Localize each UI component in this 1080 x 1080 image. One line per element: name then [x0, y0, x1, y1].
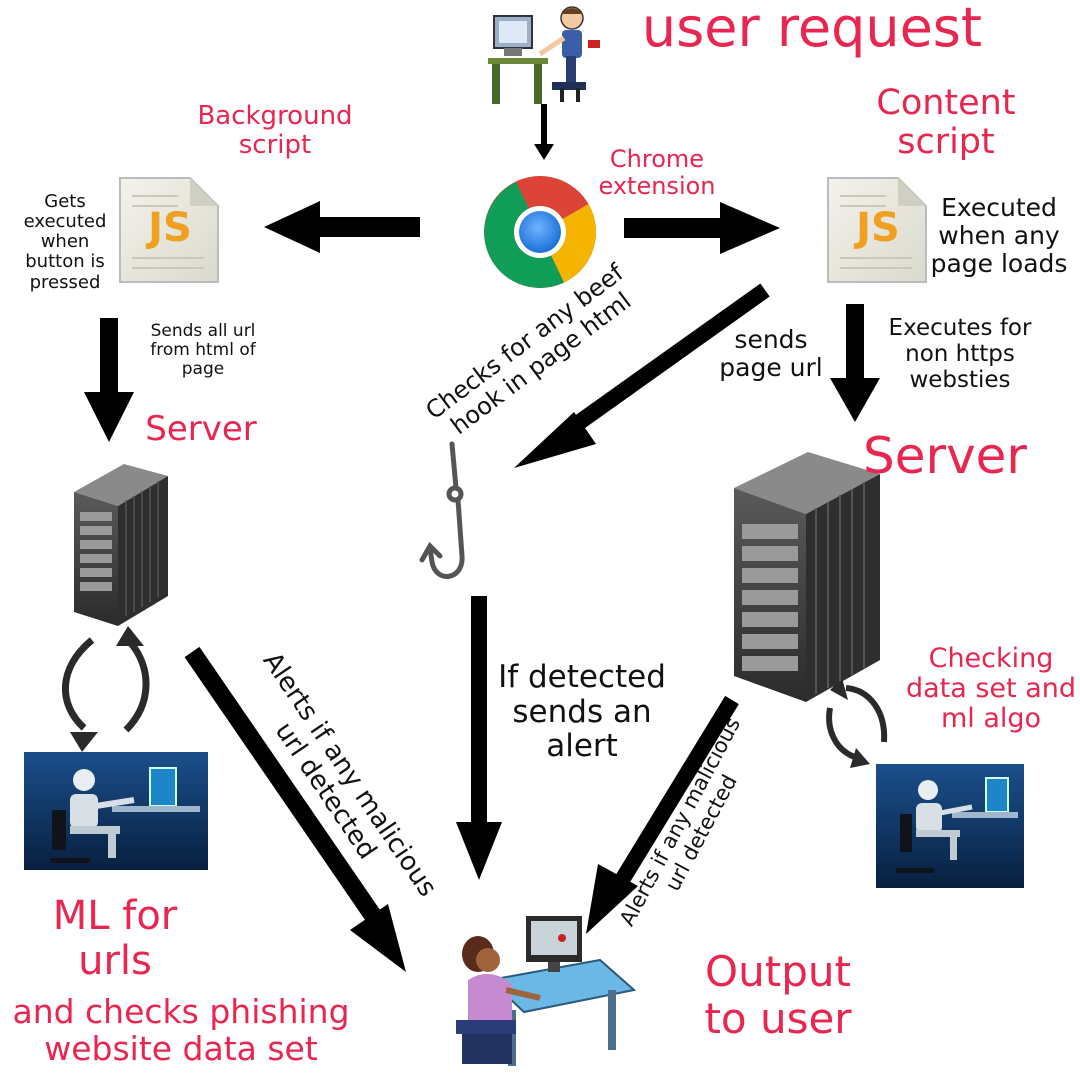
cycle-arrowhead-left-2	[116, 626, 144, 646]
server-icon-left	[74, 464, 168, 626]
arrow-chrome-to-content	[624, 202, 780, 254]
if-detected-note: If detected sends an alert	[498, 659, 666, 765]
ml-for-urls-label: ML for urls	[52, 893, 178, 984]
cycle-arrows-right	[826, 685, 888, 761]
chrome-extension-label: Chrome extension	[598, 145, 716, 200]
cycle-arrowhead-left-1	[70, 732, 98, 752]
gets-executed-note: Gets executed when button is pressed	[23, 191, 107, 293]
arrow-right-server-to-output	[586, 695, 739, 934]
arrow-background-to-server	[84, 318, 134, 442]
output-to-user-label: Output to user	[704, 947, 852, 1044]
server-icon-right	[734, 452, 880, 702]
fish-hook-icon	[419, 441, 465, 579]
checking-dataset-label: Checking data set and ml algo	[905, 643, 1077, 735]
executes-non-https-note: Executes for non https websties	[888, 315, 1032, 393]
cycle-arrows-left	[61, 637, 150, 733]
arrow-hook-to-output	[456, 596, 502, 880]
cycle-arrowhead-right-1	[830, 678, 848, 700]
user-output-icon	[456, 916, 637, 1066]
js-file-icon-background	[119, 177, 219, 283]
user-request-title: user request	[641, 0, 983, 59]
js-file-icon-content	[827, 177, 927, 283]
content-script-label: Content script	[876, 83, 1016, 163]
server-left-label: Server	[145, 409, 257, 449]
user-computer-icon	[488, 6, 600, 104]
arrow-content-to-server	[830, 304, 880, 422]
arrow-chrome-to-background	[264, 201, 420, 253]
background-script-label: Background script	[197, 101, 353, 161]
js-label-content: JS	[856, 205, 900, 251]
js-label-background: JS	[148, 205, 192, 251]
sends-page-url-note: sends page url	[719, 325, 823, 382]
checks-phishing-label: and checks phishing website data set	[12, 992, 350, 1068]
arrow-user-to-chrome	[534, 104, 554, 160]
robot-at-computer-icon-right	[876, 764, 1024, 888]
cycle-arrowhead-right-2	[850, 748, 870, 768]
sends-all-url-note: Sends all url from html of page	[150, 321, 256, 380]
arrow-chrome-to-hook	[514, 283, 770, 468]
robot-at-computer-icon-left	[24, 752, 208, 870]
executed-any-page-note: Executed when any page loads	[930, 193, 1068, 278]
server-right-label: Server	[863, 427, 1027, 485]
arrow-left-server-to-output	[184, 646, 406, 972]
chrome-icon	[484, 176, 596, 288]
